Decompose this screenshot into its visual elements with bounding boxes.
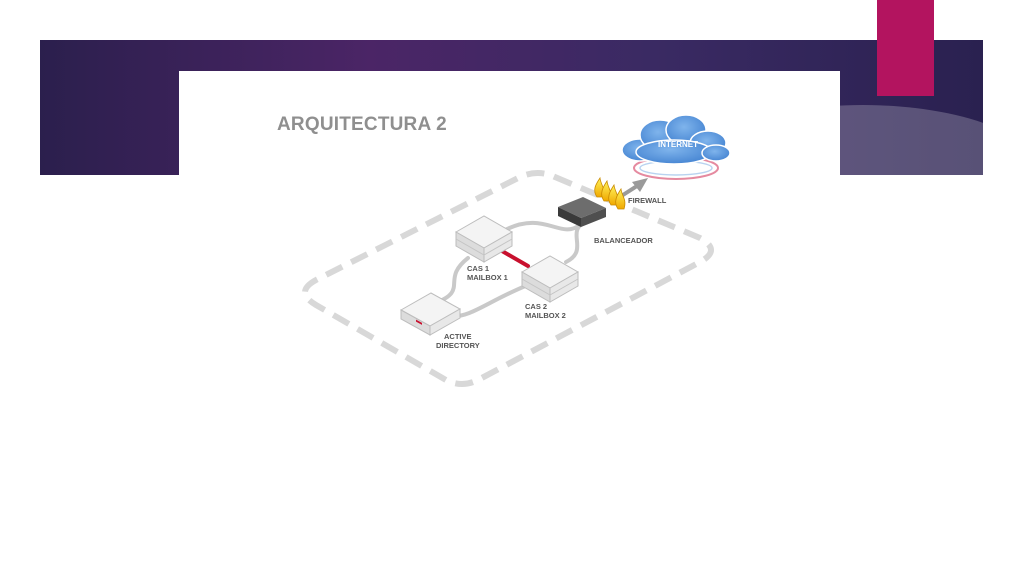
network-boundary xyxy=(302,170,714,387)
cloud-icon xyxy=(621,114,731,165)
ad-label-line2: DIRECTORY xyxy=(436,341,480,350)
cable-cas1-ad xyxy=(433,256,470,305)
cas2-label-line2: MAILBOX 2 xyxy=(525,311,566,320)
ad-node: ACTIVE DIRECTORY xyxy=(399,292,480,350)
ad-label-line1: ACTIVE xyxy=(444,332,472,341)
replication-link xyxy=(500,249,530,268)
cas1-label-line2: MAILBOX 1 xyxy=(467,273,508,282)
cas1-node: CAS 1 MAILBOX 1 xyxy=(454,215,514,282)
internet-node: INTERNET xyxy=(621,114,731,180)
firewall-label: FIREWALL xyxy=(628,196,667,205)
cas1-label-line1: CAS 1 xyxy=(467,264,489,273)
server-icon xyxy=(399,292,462,336)
cable-cas2-ad xyxy=(450,283,530,319)
network-switch-icon xyxy=(558,197,606,227)
balancer-node: BALANCEADOR xyxy=(558,197,653,245)
balancer-label: BALANCEADOR xyxy=(594,236,653,245)
internet-label: INTERNET xyxy=(658,140,698,149)
firewall-node: FIREWALL xyxy=(594,176,667,210)
server-icon xyxy=(454,215,514,263)
cas2-label-line1: CAS 2 xyxy=(525,302,547,311)
cas2-node: CAS 2 MAILBOX 2 xyxy=(520,255,580,320)
slide-title: ARQUITECTURA 2 xyxy=(277,114,447,135)
cable-cas1-balancer xyxy=(503,220,582,232)
server-icon xyxy=(520,255,580,303)
flame-icon xyxy=(594,176,626,210)
accent-tab xyxy=(877,0,934,96)
